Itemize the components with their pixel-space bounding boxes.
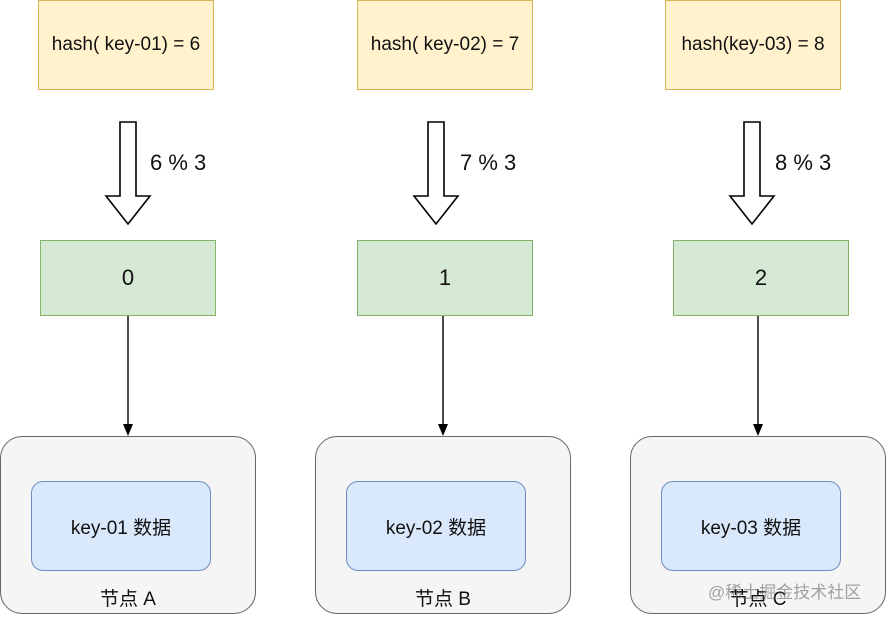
column-a: hash( key-01) = 6 6 % 3 0 key-01 数据 节点 A: [0, 0, 260, 617]
data-box-key-01: key-01 数据: [31, 481, 211, 571]
modulo-label: 8 % 3: [775, 150, 832, 175]
data-label: key-02 数据: [385, 517, 487, 539]
hash-box-key-01: hash( key-01) = 6: [38, 0, 214, 90]
modulo-label: 7 % 3: [460, 150, 517, 175]
node-label: 节点 B: [415, 589, 471, 610]
hash-box-key-02: hash( key-02) = 7: [357, 0, 533, 90]
column-b: hash( key-02) = 7 7 % 3 1 key-02 数据 节点 B: [315, 0, 575, 617]
hash-label: hash( key-02) = 7: [370, 34, 520, 55]
block-arrow-down-icon: [104, 121, 152, 226]
index-label: 2: [754, 265, 768, 290]
node-label: 节点 A: [100, 589, 156, 610]
index-box-0: 0: [40, 240, 216, 316]
index-box-2: 2: [673, 240, 849, 316]
block-arrow-down-icon: [728, 121, 776, 226]
watermark: @稀土掘金技术社区: [708, 583, 862, 602]
hash-label: hash( key-01) = 6: [51, 34, 201, 55]
node-c: key-03 数据 节点 C: [630, 436, 886, 614]
index-label: 0: [121, 265, 135, 290]
node-b: key-02 数据 节点 B: [315, 436, 571, 614]
data-label: key-03 数据: [700, 517, 802, 539]
modulo-label: 6 % 3: [150, 150, 207, 175]
data-box-key-02: key-02 数据: [346, 481, 526, 571]
connector-arrow-icon: [753, 316, 763, 436]
connector-arrow-icon: [438, 316, 448, 436]
data-box-key-03: key-03 数据: [661, 481, 841, 571]
index-label: 1: [438, 265, 452, 290]
node-label: 节点 C: [729, 589, 787, 610]
hash-label: hash(key-03) = 8: [681, 34, 825, 55]
data-label: key-01 数据: [70, 517, 172, 539]
index-box-1: 1: [357, 240, 533, 316]
connector-arrow-icon: [123, 316, 133, 436]
hash-box-key-03: hash(key-03) = 8: [665, 0, 841, 90]
block-arrow-down-icon: [412, 121, 460, 226]
node-a: key-01 数据 节点 A: [0, 436, 256, 614]
column-c: hash(key-03) = 8 8 % 3 2 key-03 数据 节点 C: [630, 0, 887, 617]
